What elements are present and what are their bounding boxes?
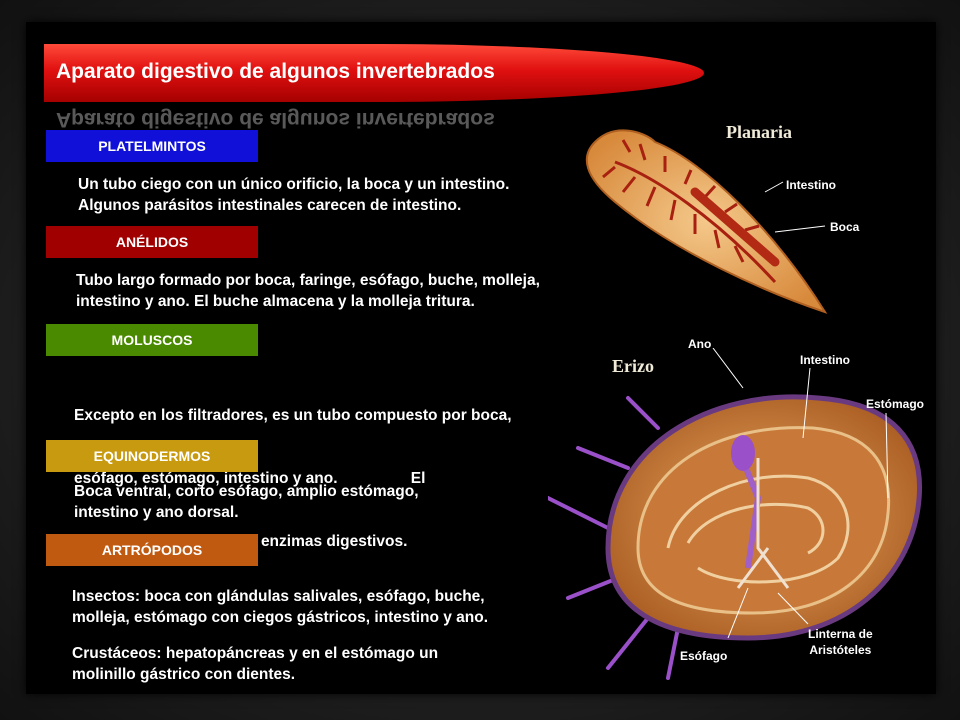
category-label: MOLUSCOS [111, 332, 193, 348]
category-artropodos: ARTRÓPODOS [46, 534, 258, 566]
erizo-label-linterna: Linterna de Aristóteles [808, 626, 873, 658]
planaria-title: Planaria [726, 122, 792, 142]
description-artropodos-insectos: Insectos: boca con glándulas salivales, … [72, 586, 488, 628]
category-anelidos: ANÉLIDOS [46, 226, 258, 258]
description-line: Excepto en los filtradores, es un tubo c… [74, 407, 512, 424]
description-artropodos-crustaceos: Crustáceos: hepatopáncreas y en el estóm… [72, 643, 438, 685]
description-platelmintos: Un tubo ciego con un único orificio, la … [78, 174, 509, 216]
erizo-label-esofago: Esófago [680, 649, 728, 663]
planaria-label-intestino: Intestino [786, 178, 836, 192]
description-anelidos: Tubo largo formado por boca, faringe, es… [76, 270, 540, 312]
slide-title-reflection: Aparato digestivo de algunos invertebrad… [56, 108, 495, 131]
description-line: Tubo largo formado por boca, faringe, es… [76, 272, 540, 289]
planaria-illustration [585, 129, 828, 314]
description-line: Algunos parásitos intestinales carecen d… [78, 197, 462, 214]
description-line: molleja, estómago con ciegos gástricos, … [72, 609, 489, 626]
sea-urchin-illustration [548, 348, 922, 680]
erizo-label-estomago: Estómago [866, 397, 925, 411]
category-label: ANÉLIDOS [115, 234, 189, 250]
description-line: Boca ventral, corto esófago, amplio estó… [74, 483, 419, 500]
planaria-label-boca: Boca [830, 220, 860, 234]
label-line: Aristóteles [809, 643, 872, 657]
description-line: molinillo gástrico con dientes. [72, 666, 296, 683]
description-line: intestino y ano dorsal. [74, 504, 239, 521]
description-line: Insectos: boca con glándulas salivales, … [72, 588, 485, 605]
slide-title: Aparato digestivo de algunos invertebrad… [56, 60, 495, 83]
description-moluscos: Excepto en los filtradores, es un tubo c… [74, 363, 512, 573]
description-line: Un tubo ciego con un único orificio, la … [78, 176, 510, 193]
category-label: ARTRÓPODOS [101, 542, 203, 558]
description-line: intestino y ano. El buche almacena y la … [76, 293, 475, 310]
erizo-title: Erizo [612, 356, 654, 376]
description-line: esófago, estómago, intestino y ano. El [74, 470, 426, 487]
title-banner [44, 44, 704, 102]
category-moluscos: MOLUSCOS [46, 324, 258, 356]
category-label: PLATELMINTOS [98, 138, 206, 154]
erizo-label-intestino: Intestino [800, 353, 850, 367]
category-label: EQUINODERMOS [93, 448, 211, 464]
erizo-label-ano: Ano [688, 337, 712, 351]
description-line: Crustáceos: hepatopáncreas y en el estóm… [72, 645, 439, 662]
description-equinodermos: Boca ventral, corto esófago, amplio estó… [74, 481, 419, 523]
category-platelmintos: PLATELMINTOS [46, 130, 258, 162]
label-line: Linterna de [808, 627, 873, 641]
category-equinodermos: EQUINODERMOS [46, 440, 258, 472]
